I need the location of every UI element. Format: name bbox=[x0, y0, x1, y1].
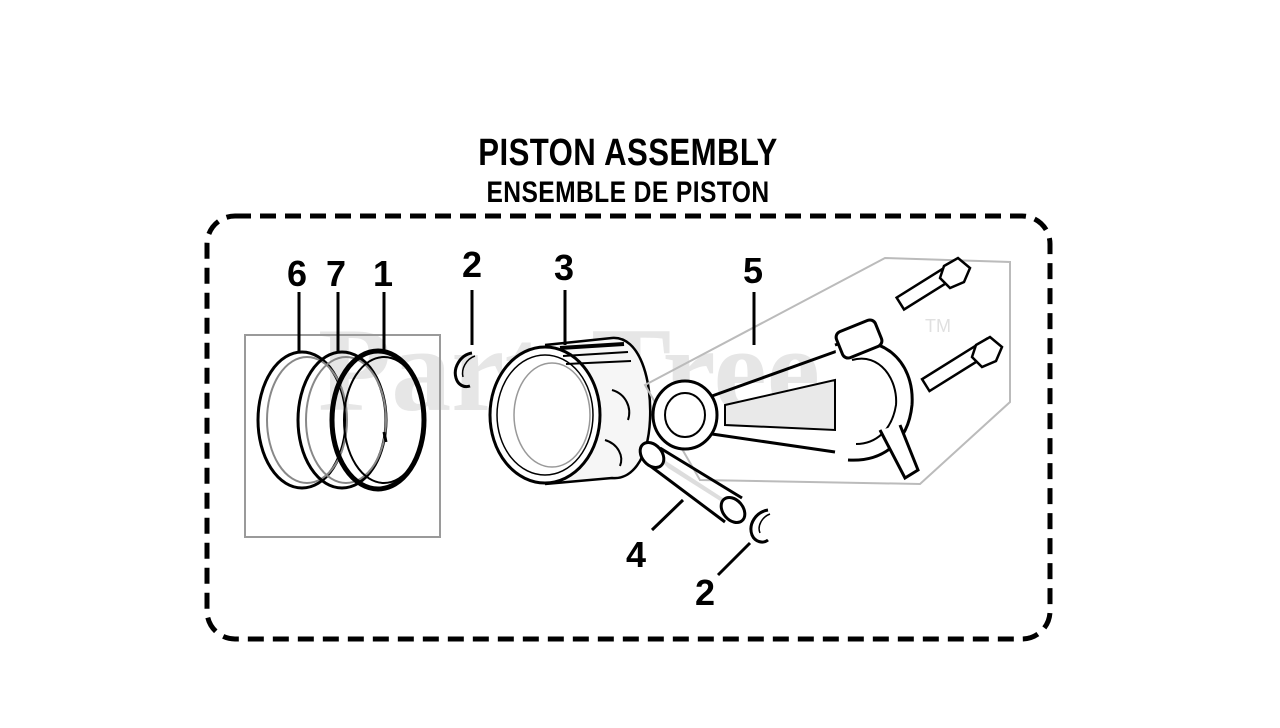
assembly-boundary bbox=[204, 213, 1053, 642]
leader-lines bbox=[297, 290, 756, 577]
callout-5: 5 bbox=[743, 250, 763, 291]
callout-labels: 6 7 1 2 3 5 4 2 bbox=[287, 244, 763, 613]
callout-4: 4 bbox=[626, 534, 646, 575]
oil-ring bbox=[256, 350, 348, 490]
callout-3: 3 bbox=[554, 247, 574, 288]
piston-ring-top bbox=[329, 348, 427, 492]
piston-rings bbox=[256, 348, 427, 492]
bolt-lower bbox=[920, 335, 1004, 393]
piston-pin-clip-upper bbox=[453, 351, 476, 389]
diagram-subtitle: ENSEMBLE DE PISTON bbox=[486, 176, 770, 209]
callout-7: 7 bbox=[326, 253, 346, 294]
piston-pin-clip-lower bbox=[749, 508, 771, 544]
callout-2-upper: 2 bbox=[462, 244, 482, 285]
callout-2-lower: 2 bbox=[695, 572, 715, 613]
connecting-rod bbox=[643, 256, 1011, 486]
bolt-upper bbox=[894, 256, 972, 312]
piston-pin bbox=[638, 440, 747, 525]
connecting-rod-bolts bbox=[894, 256, 1004, 393]
leader-2-lower bbox=[716, 541, 752, 577]
piston-ring-second bbox=[296, 350, 388, 490]
callout-6: 6 bbox=[287, 253, 307, 294]
watermark-tm: TM bbox=[925, 316, 951, 336]
leader-4 bbox=[650, 498, 685, 532]
diagram-title: PISTON ASSEMBLY bbox=[478, 132, 778, 174]
ring-set-box bbox=[244, 334, 441, 538]
callout-1: 1 bbox=[373, 253, 393, 294]
piston bbox=[488, 336, 652, 486]
